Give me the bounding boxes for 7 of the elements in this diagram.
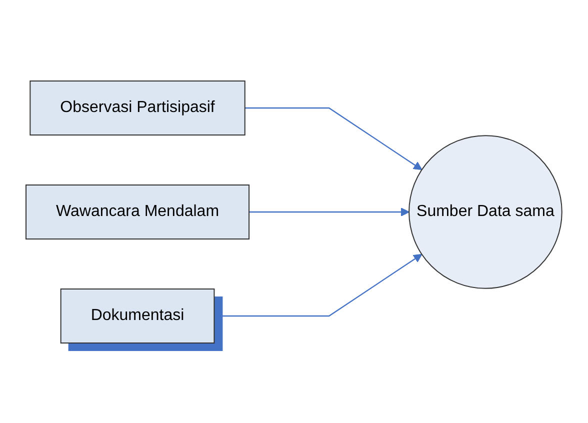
node-box: Wawancara Mendalam — [26, 184, 250, 239]
node-circle: Sumber Data sama — [408, 134, 562, 288]
node-box: Dokumentasi — [60, 288, 215, 343]
arrow — [244, 106, 422, 170]
arrow — [249, 207, 410, 216]
arrow — [214, 253, 422, 316]
node-box: Observasi Partisipasif — [30, 80, 246, 135]
